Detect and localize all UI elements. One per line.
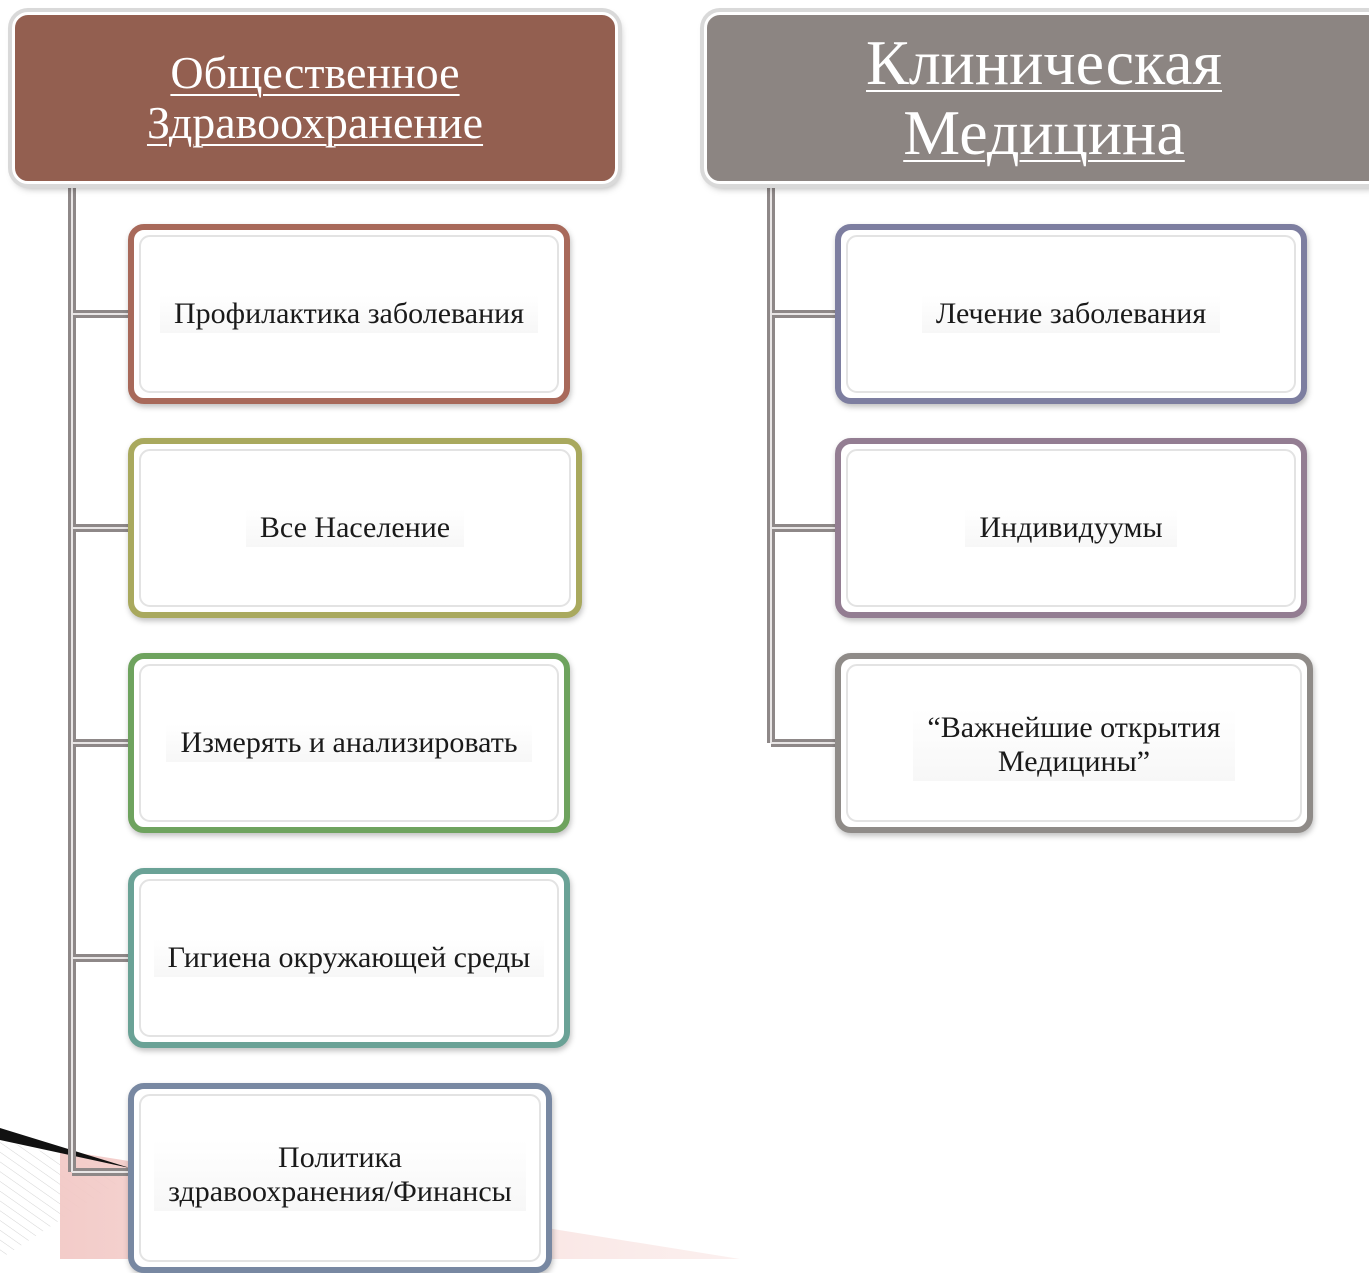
environmental-hygiene-node: Гигиена окружающей среды [128,868,570,1048]
node-label-line2: здравоохранения/Финансы [168,1175,512,1208]
node-label-line1: Политика [278,1141,402,1174]
disease-treatment-node: Лечение заболевания [835,224,1307,404]
disease-prevention-node: Профилактика заболевания [128,224,570,404]
node-label: Индивидуумы [965,509,1177,547]
node-label-line1: “Важнейшие открытия [927,711,1221,744]
node-label-line2: Медицины” [997,745,1151,778]
node-label: Все Население [245,509,465,547]
measure-analyze-node: Измерять и анализировать [128,653,570,833]
public-health-header-line1: Общественное [170,47,460,98]
clinical-medicine-header: Клиническая Медицина [704,12,1369,184]
node-label: Гигиена окружающей среды [153,939,545,977]
individuals-node: Индивидуумы [835,438,1307,618]
node-label: Лечение заболевания [921,295,1221,333]
clinical-medicine-header-line2: Медицина [903,97,1185,168]
node-label: Измерять и анализировать [166,724,532,762]
whole-population-node: Все Население [128,438,582,618]
node-label: Профилактика заболевания [159,295,539,333]
public-health-header-line2: Здравоохранение [146,97,484,148]
public-health-header: Общественное Здравоохранение [12,12,618,184]
clinical-medicine-header-line1: Клиническая [866,27,1222,98]
